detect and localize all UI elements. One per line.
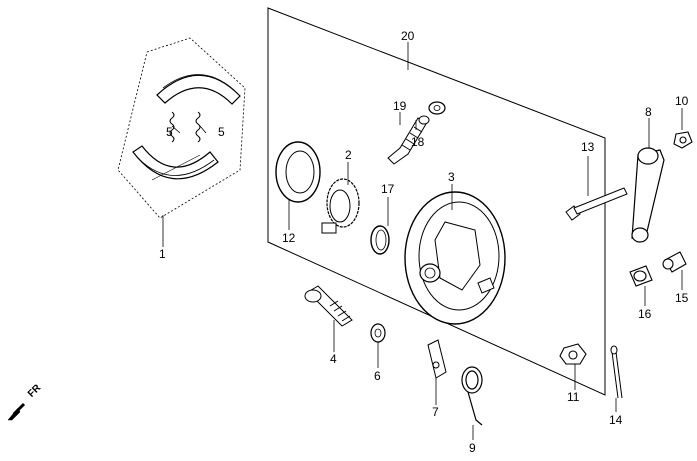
bolt-part-13 [565,187,628,221]
return-spring-part-9 [461,366,483,426]
part-label-17: 17 [381,182,395,196]
nut-part-10 [673,131,693,149]
part-label-16: 16 [638,307,652,321]
spring-part-5 [169,111,201,143]
part-label-15: 15 [675,291,689,305]
part-label-9: 9 [469,441,476,455]
nut-part-11 [559,343,587,365]
part-label-1: 1 [159,247,166,261]
part-label-2: 2 [345,148,352,162]
part-label-5b: 5 [218,125,225,139]
worm-shaft-part-19 [387,115,430,165]
part-label-8: 8 [645,105,652,119]
leader-lines [162,42,683,440]
shaft-part-4 [304,285,353,327]
assembly-panel-outline [267,7,606,396]
washer-part-18 [428,101,446,115]
part-label-18: 18 [411,135,425,149]
washer-part-6 [370,323,386,343]
part-label-10: 10 [675,94,689,108]
brake-shoe-group-outline [117,37,246,219]
brake-shoe-part-1 [132,74,241,181]
part-label-5a: 5 [166,125,173,139]
part-label-20: 20 [401,29,415,43]
cotter-pin-part-14 [610,345,623,399]
joint-pin-part-15 [662,251,687,273]
ring-part-17 [370,225,390,255]
front-direction-arrow [7,402,26,421]
oil-seal-part-12 [275,141,321,203]
part-label-13: 13 [581,140,595,154]
part-label-12: 12 [282,231,296,245]
part-label-6: 6 [374,369,381,383]
joint-part-16 [629,265,653,287]
part-label-11: 11 [567,390,580,404]
part-label-4: 4 [330,352,337,366]
gear-part-2 [321,178,360,234]
brake-arm-part-8 [631,147,665,243]
part-label-19: 19 [393,99,407,113]
part-label-14: 14 [609,413,623,427]
part-label-3: 3 [448,170,455,184]
indicator-plate-part-7 [427,339,447,379]
brake-panel-part-3 [404,191,506,325]
part-label-7: 7 [432,405,439,419]
